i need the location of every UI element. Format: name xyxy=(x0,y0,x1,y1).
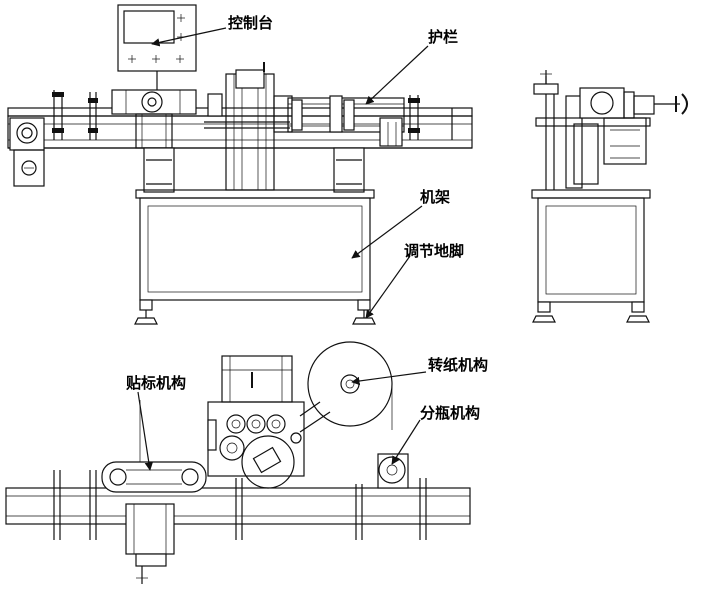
front-center-column xyxy=(204,62,293,191)
front-side-mounts xyxy=(143,147,365,193)
front-drive-motor xyxy=(9,117,45,187)
top-bottle-separator xyxy=(377,453,409,489)
top-labeling-belt xyxy=(101,400,207,493)
side-view xyxy=(531,70,688,323)
front-machine-frame xyxy=(134,189,376,325)
front-view xyxy=(7,4,473,325)
label-adjustable-foot: 调节地脚 xyxy=(404,242,464,260)
top-drive-motor xyxy=(125,503,175,584)
front-left-head xyxy=(111,89,197,149)
label-paper-rotating-mechanism: 转纸机构 xyxy=(428,356,488,374)
label-bottle-separating-mechanism: 分瓶机构 xyxy=(420,404,480,422)
labels: 控制台 护栏 机架 调节地脚 贴标机构 转纸机构 分瓶机构 xyxy=(126,14,488,422)
front-control-panel xyxy=(117,4,197,90)
label-machine-frame: 机架 xyxy=(420,188,450,206)
label-labeling-mechanism: 贴标机构 xyxy=(126,374,186,392)
leader-lines xyxy=(137,27,429,471)
label-guard-rail: 护栏 xyxy=(428,28,458,46)
top-mechanism-plate xyxy=(207,355,305,489)
top-paper-roll xyxy=(299,341,393,433)
top-view xyxy=(5,341,471,584)
top-conveyor xyxy=(5,470,471,540)
label-control-panel: 控制台 xyxy=(228,14,273,32)
front-guard-rail xyxy=(287,95,405,147)
